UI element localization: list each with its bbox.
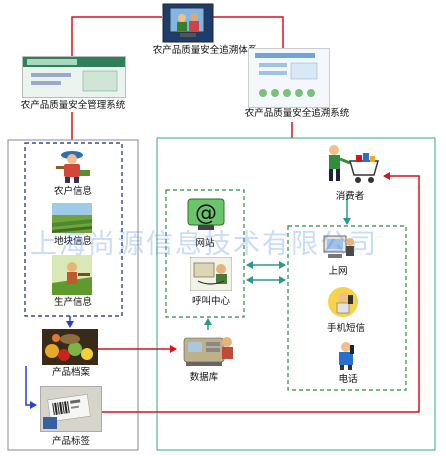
channel-group xyxy=(287,225,407,391)
farm-info-group xyxy=(24,142,123,317)
website-label: 网站 xyxy=(195,238,215,249)
management-system-screenshot xyxy=(22,56,126,98)
database-label: 数据库 xyxy=(189,372,219,383)
traceability-system-label: 农产品质量安全追溯体系 xyxy=(152,45,258,56)
channel-sms-label: 手机短信 xyxy=(326,323,365,334)
plot-info-label: 地块信息 xyxy=(53,236,92,247)
database-image xyxy=(180,330,236,370)
product-archive-label: 产品档案 xyxy=(51,367,90,378)
channel-sms-image xyxy=(326,285,360,319)
call-center-image xyxy=(190,257,232,291)
top-link-left xyxy=(71,16,162,56)
arrow-label-consumer xyxy=(100,172,420,413)
right-frame xyxy=(156,137,436,451)
channel-internet-label: 上网 xyxy=(328,266,348,277)
arrow-to-label xyxy=(25,366,37,409)
product-archive-image xyxy=(42,329,98,365)
left-frame xyxy=(7,139,139,451)
tracing-system-screenshot xyxy=(248,48,330,108)
farmer-info-image xyxy=(50,148,94,184)
consumer-image xyxy=(318,143,382,187)
consumer-label: 消费者 xyxy=(335,191,365,202)
production-info-image xyxy=(52,255,92,295)
channel-internet-image xyxy=(322,232,356,264)
website-image: @ xyxy=(186,197,226,233)
traceability-system-image xyxy=(162,3,214,43)
product-label-image xyxy=(40,386,102,432)
production-info-label: 生产信息 xyxy=(53,297,92,308)
svg-text:@: @ xyxy=(195,201,217,226)
channel-phone-image xyxy=(330,339,362,371)
company-watermark: 上海尚源信息技术有限公司 xyxy=(30,229,378,260)
management-system-label: 农产品质量安全管理系统 xyxy=(20,100,126,111)
service-group xyxy=(165,189,245,318)
product-label-label: 产品标签 xyxy=(51,436,90,447)
top-link-right xyxy=(213,16,284,48)
call-center-label: 呼叫中心 xyxy=(191,296,230,307)
tracing-system-label: 农产品质量安全追溯系统 xyxy=(244,108,350,119)
farmer-info-label: 农户信息 xyxy=(53,186,92,197)
channel-phone-label: 电话 xyxy=(338,374,358,385)
plot-info-image xyxy=(52,203,92,233)
